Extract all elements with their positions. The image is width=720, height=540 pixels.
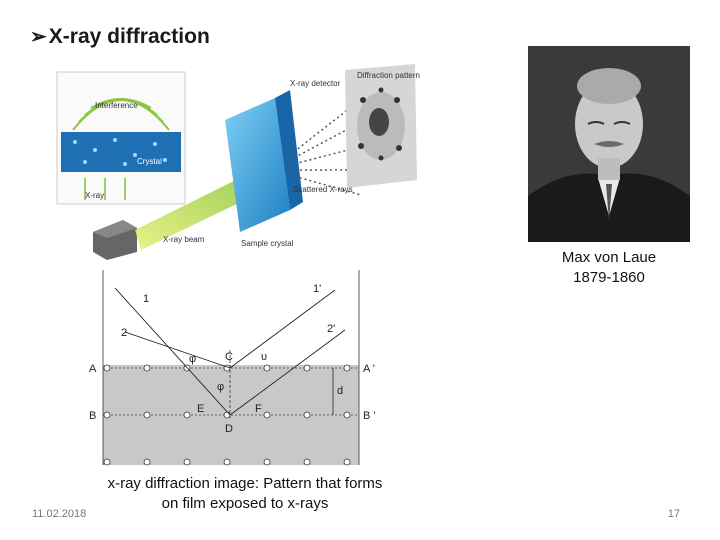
label-ray1p: 1' xyxy=(313,283,321,295)
arrow-bullet-icon: ➢ xyxy=(30,26,47,48)
caption-line-1: x-ray diffraction image: Pattern that fo… xyxy=(107,475,383,492)
incident-rays xyxy=(114,287,346,416)
detector-plate xyxy=(345,64,417,188)
label-A: A xyxy=(89,363,97,375)
label-theta: υ xyxy=(261,351,267,363)
label-C: C xyxy=(225,351,233,363)
slide-page-number: 17 xyxy=(667,508,680,520)
slide-date: 11.02.2018 xyxy=(32,508,87,520)
label-B: B xyxy=(89,410,96,422)
label-ray2p: 2' xyxy=(327,323,335,335)
label-ray1: 1 xyxy=(143,293,149,305)
bragg-diagram: 1 2 1' 2' A A ' B B ' C D E F d φ φ υ xyxy=(89,270,376,466)
lattice-atoms xyxy=(103,364,351,466)
label-Ap: A ' xyxy=(363,363,375,375)
label-F: F xyxy=(255,403,262,415)
label-xray: X-ray xyxy=(85,191,104,200)
label-scattered: Scattered X-rays xyxy=(293,185,353,194)
slide-title: ➢X-ray diffraction xyxy=(30,24,210,49)
label-d: d xyxy=(337,385,343,397)
caption-line-2: on film exposed to x-rays xyxy=(161,495,329,512)
label-interference: Interference xyxy=(95,101,138,110)
inset-crystal xyxy=(61,132,181,172)
label-phi-left: φ xyxy=(189,353,196,365)
label-D: D xyxy=(225,423,233,435)
person-name: Max von Laue xyxy=(561,249,657,266)
label-pattern: Diffraction pattern xyxy=(357,71,420,80)
portrait-caption: Max von Laue 1879-1860 xyxy=(528,248,690,288)
interference-waves xyxy=(72,98,170,131)
slide-title-text: X-ray diffraction xyxy=(48,25,210,48)
label-detector: X-ray detector xyxy=(290,79,341,88)
xray-source xyxy=(93,220,137,260)
person-years: 1879-1860 xyxy=(573,269,645,286)
label-E: E xyxy=(197,403,204,415)
label-sample: Sample crystal xyxy=(241,239,294,248)
label-Bp: B ' xyxy=(363,410,376,422)
label-phi-inner: φ xyxy=(217,381,224,393)
portrait-photo xyxy=(528,46,690,242)
label-crystal: Crystal xyxy=(137,157,162,166)
label-beam: X-ray beam xyxy=(163,235,205,244)
sample-crystal xyxy=(225,90,303,232)
label-ray2: 2 xyxy=(121,327,127,339)
figure-caption: x-ray diffraction image: Pattern that fo… xyxy=(80,474,410,514)
xray-setup-illustration: Interference Crystal X-ray X-ray beam Sa… xyxy=(56,64,420,260)
